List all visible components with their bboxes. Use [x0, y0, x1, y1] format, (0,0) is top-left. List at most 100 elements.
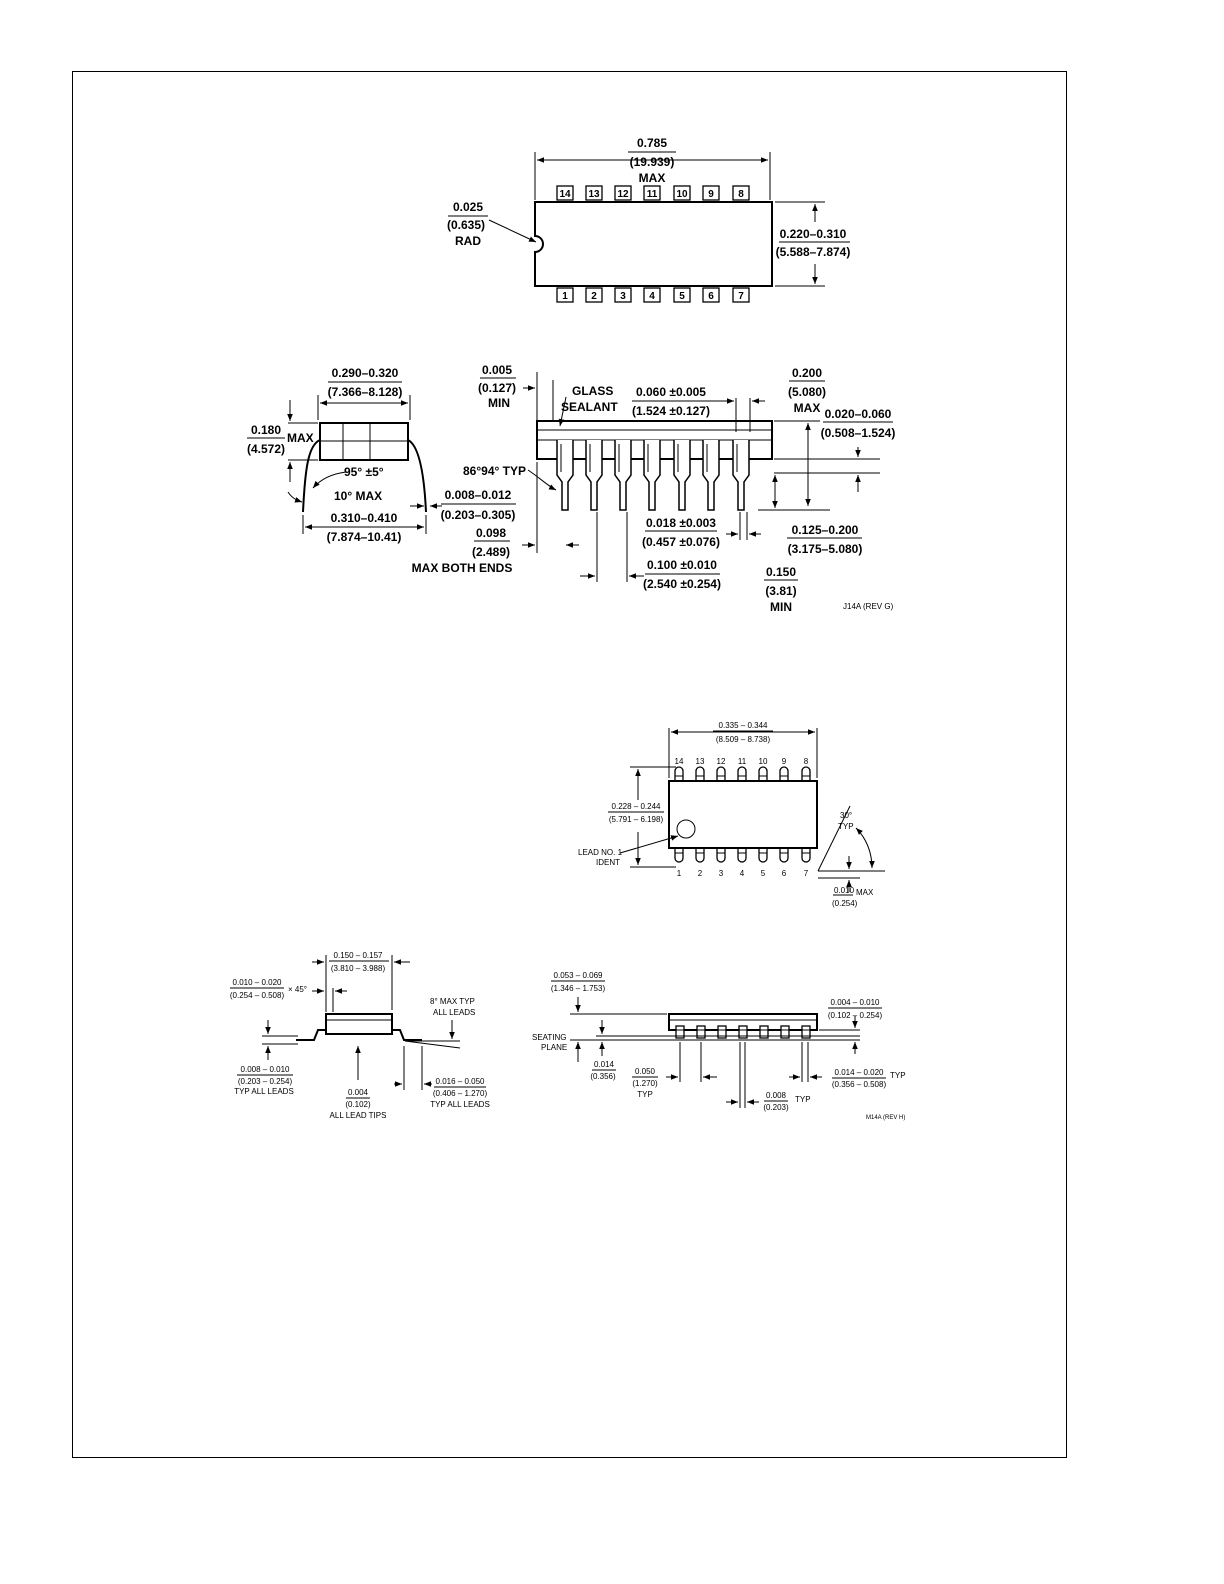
so-width-mm: (8.509 – 8.738)	[716, 735, 771, 744]
dip-side-end-in: 0.098	[476, 526, 506, 540]
dip-pin-3: 3	[614, 287, 632, 303]
so-pin-5: 5	[758, 848, 768, 878]
so-end-width-mm: (3.810 – 3.988)	[331, 964, 386, 973]
so-end-copl-note: ALL LEAD TIPS	[330, 1111, 387, 1120]
so-side-s14-in: 0.014	[594, 1060, 615, 1069]
dip-width-note: MAX	[639, 171, 666, 185]
dip-side-end-note: MAX BOTH ENDS	[412, 561, 513, 575]
dip-end-height-in: 0.180	[251, 423, 281, 437]
so-side-s14-mm: (0.356)	[590, 1072, 616, 1081]
so-pin-note: MAX	[856, 888, 874, 897]
so-pin-11: 11	[737, 757, 747, 781]
dip-revision: J14A (REV G)	[843, 602, 894, 611]
so-pin-label: 13	[696, 757, 705, 766]
so-angle: 30°	[840, 811, 852, 820]
so-angle-note: TYP	[838, 822, 854, 831]
so-revision: M14A (REV H)	[866, 1115, 905, 1121]
dip-end-right-lead	[407, 439, 427, 513]
dip-pin-label: 4	[649, 291, 655, 302]
so-side-gap-note: TYP	[795, 1095, 811, 1104]
dip-side-lead	[614, 440, 632, 511]
so-pin-14: 14	[674, 757, 684, 781]
so-side-stand-in: 0.004 – 0.010	[831, 998, 880, 1007]
so-end-chamfer-in: 0.010 – 0.020	[233, 978, 282, 987]
so-pin-12: 12	[716, 757, 726, 781]
so-side-gap-in: 0.008	[766, 1091, 787, 1100]
so-pin-8: 8	[801, 757, 811, 781]
dip-side-seat-note: MIN	[770, 600, 792, 614]
dip-end-view: 0.290–0.320 (7.366–8.128) 0.180 (4.572) …	[247, 366, 516, 544]
dip-side-pitch-in: 0.100 ±0.010	[647, 558, 717, 572]
so-pin-label: 11	[738, 757, 747, 766]
so-side-height-in: 0.053 – 0.069	[554, 971, 603, 980]
dip-side-bodyh-in: 0.200	[792, 366, 822, 380]
so-pin-9: 9	[779, 757, 789, 781]
dip-side-seat-in: 0.150	[766, 565, 796, 579]
dip-side-glass-1: GLASS	[572, 384, 613, 398]
dip-side-lead	[732, 440, 750, 511]
dip-side-bodyh-mm: (5.080)	[788, 385, 826, 399]
dip-side-lead	[556, 440, 574, 511]
so-pin-label: 3	[719, 869, 724, 878]
dip-pin-label: 12	[617, 189, 629, 200]
so-side-lead	[780, 1025, 790, 1039]
so-end-copl-in: 0.004	[348, 1088, 369, 1097]
lead1-ident-mark	[676, 819, 696, 839]
dip-pin-label: 2	[591, 291, 597, 302]
so-pin-mm: (0.254)	[832, 899, 858, 908]
so-end-chamfer-note: × 45°	[288, 985, 307, 994]
dip-side-leadl-in: 0.125–0.200	[792, 523, 859, 537]
so-pin-label: 2	[698, 869, 703, 878]
so-end-left-lead	[296, 1029, 326, 1041]
so-end-foot-note: TYP ALL LEADS	[430, 1100, 490, 1109]
dip-pin-14: 14	[556, 185, 574, 201]
so-side-height-mm: (1.346 – 1.753)	[551, 984, 606, 993]
dip-side-min-in: 0.005	[482, 363, 512, 377]
so-end-body	[325, 1013, 393, 1035]
dip-end-span-in: 0.310–0.410	[331, 511, 398, 525]
so-pin-label: 8	[804, 757, 809, 766]
so-end-chamfer-mm: (0.254 – 0.508)	[230, 991, 285, 1000]
dip-side-leads	[556, 440, 750, 511]
so-end-copl-mm: (0.102)	[345, 1100, 371, 1109]
so-side-pitch-note: TYP	[637, 1090, 653, 1099]
so-side-lead	[717, 1025, 727, 1039]
dip-side-lead	[702, 440, 720, 511]
dip-pin-13: 13	[585, 185, 603, 201]
dip-pin-label: 6	[708, 291, 714, 302]
dip-height-mm: (5.588–7.874)	[776, 245, 851, 259]
so-height-mm: (5.791 – 6.198)	[609, 815, 664, 824]
dip-side-lead	[643, 440, 661, 511]
dip-pin-label: 13	[588, 189, 600, 200]
so-end-foot-in: 0.016 – 0.050	[436, 1077, 485, 1086]
so-side-seat-1: SEATING	[532, 1033, 567, 1042]
so-body-outline	[668, 780, 818, 849]
so-side-view: 0.053 – 0.069 (1.346 – 1.753) SEATING PL…	[532, 971, 906, 1121]
dip-pin-label: 10	[676, 189, 688, 200]
so-side-seat-2: PLANE	[541, 1043, 567, 1052]
dip-end-height-note: MAX	[287, 431, 314, 445]
dip-side-std-mm: (0.508–1.524)	[821, 426, 896, 440]
so-pin-label: 1	[677, 869, 682, 878]
so-end-right-lead	[392, 1029, 422, 1041]
so-pin-2: 2	[695, 848, 705, 878]
dip-width-in: 0.785	[637, 136, 667, 150]
so-side-pitch-in: 0.050	[635, 1067, 656, 1076]
so-pin-label: 7	[804, 869, 809, 878]
dip-side-min-mm: (0.127)	[478, 381, 516, 395]
dip-side-seat-mm: (3.81)	[765, 584, 796, 598]
dip-pin-label: 14	[559, 189, 571, 200]
dip-pin-9: 9	[702, 185, 720, 201]
so-pin-in: 0.010	[834, 886, 855, 895]
dip-pin-label: 9	[708, 189, 714, 200]
dip-side-end-mm: (2.489)	[472, 545, 510, 559]
dip-end-angle-95: 95° ±5°	[344, 465, 384, 479]
so-side-leads	[675, 1025, 811, 1039]
so-end-width-in: 0.150 – 0.157	[334, 951, 383, 960]
so-pin-label: 6	[782, 869, 787, 878]
dip-end-thk-mm: (0.203–0.305)	[441, 508, 516, 522]
